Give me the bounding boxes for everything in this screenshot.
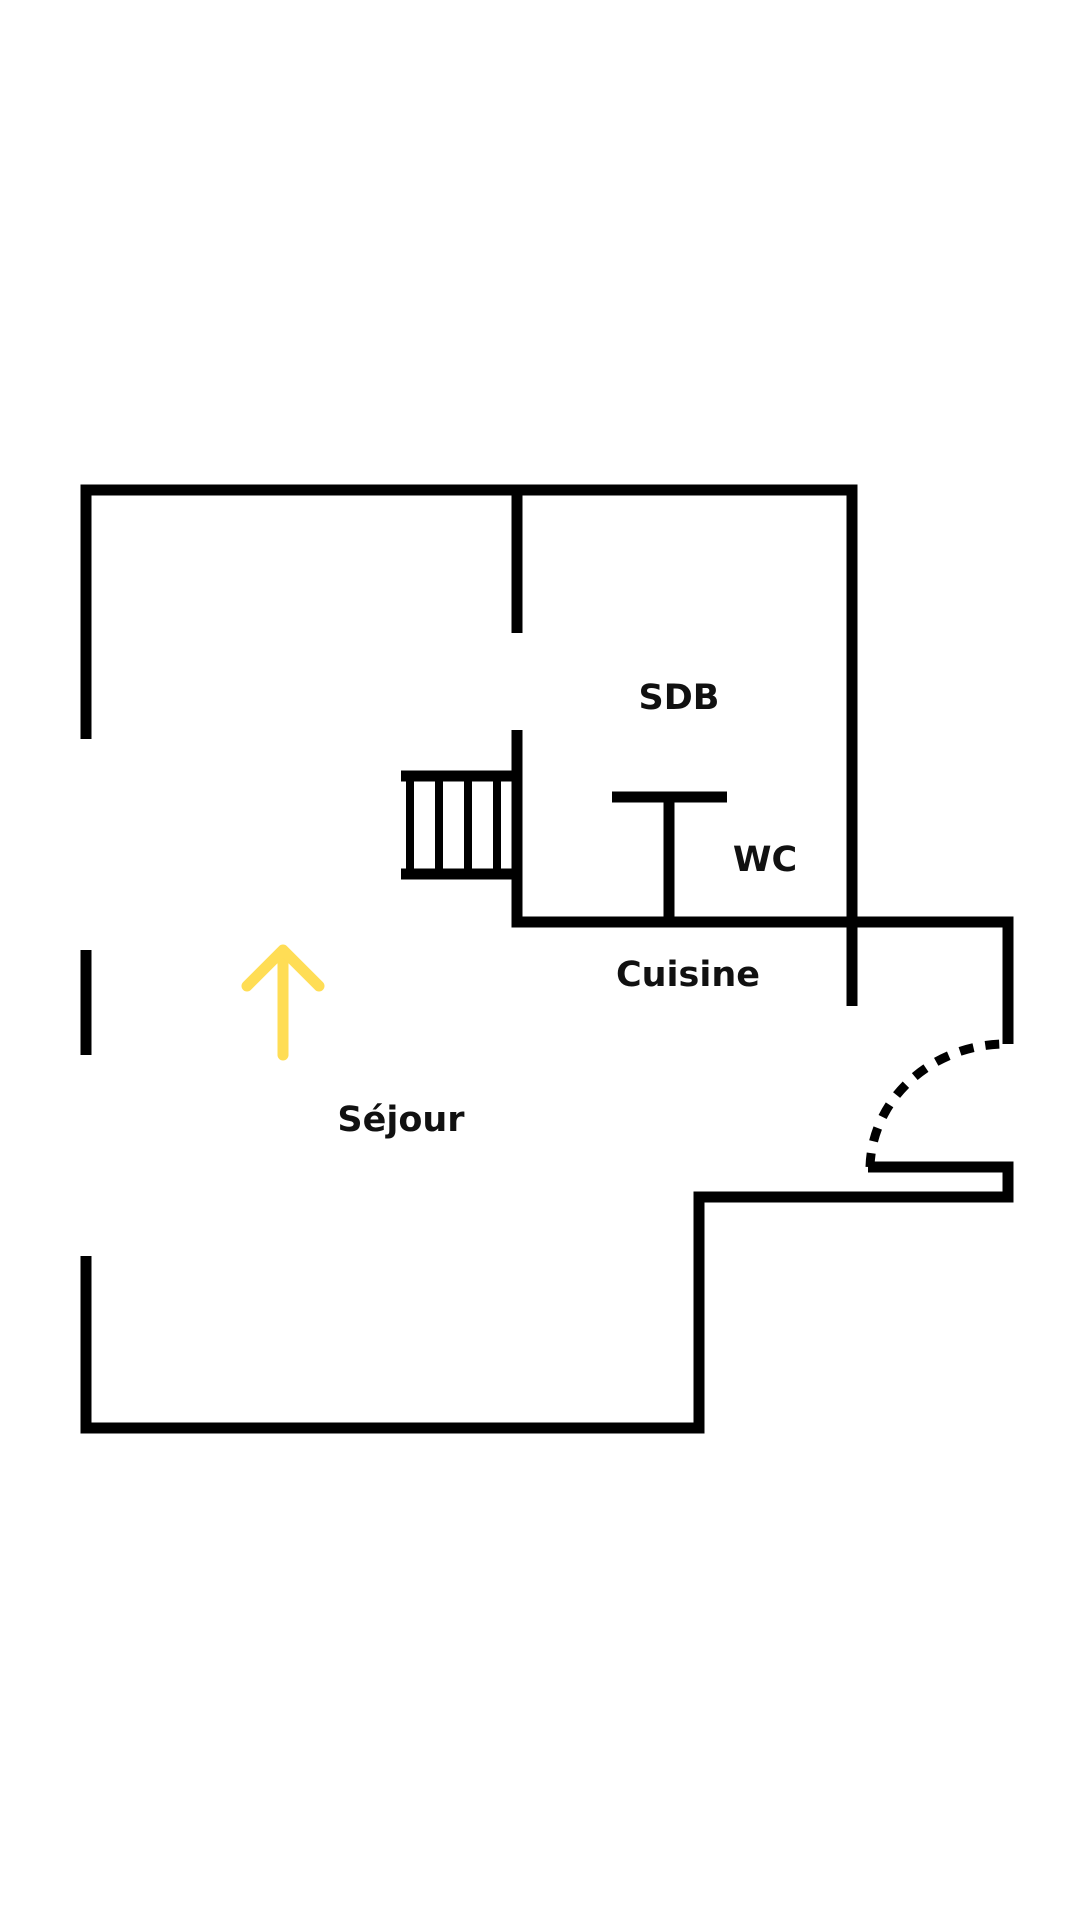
wall-bottom-outer (80, 1161, 1014, 1434)
wall-interior-sdb (511, 730, 1014, 1044)
room-label-sejour: Séjour (337, 1100, 465, 1140)
room-label-sdb: SDB (639, 678, 720, 718)
stairs-icon (401, 770, 517, 880)
wall-top-left-outer (80, 484, 858, 1006)
room-label-wc: WC (733, 840, 797, 880)
room-label-cuisine: Cuisine (616, 955, 760, 995)
arrow-up-icon (241, 944, 325, 1061)
walls (80, 484, 1014, 1434)
door-swing-icon (865, 1039, 1007, 1168)
